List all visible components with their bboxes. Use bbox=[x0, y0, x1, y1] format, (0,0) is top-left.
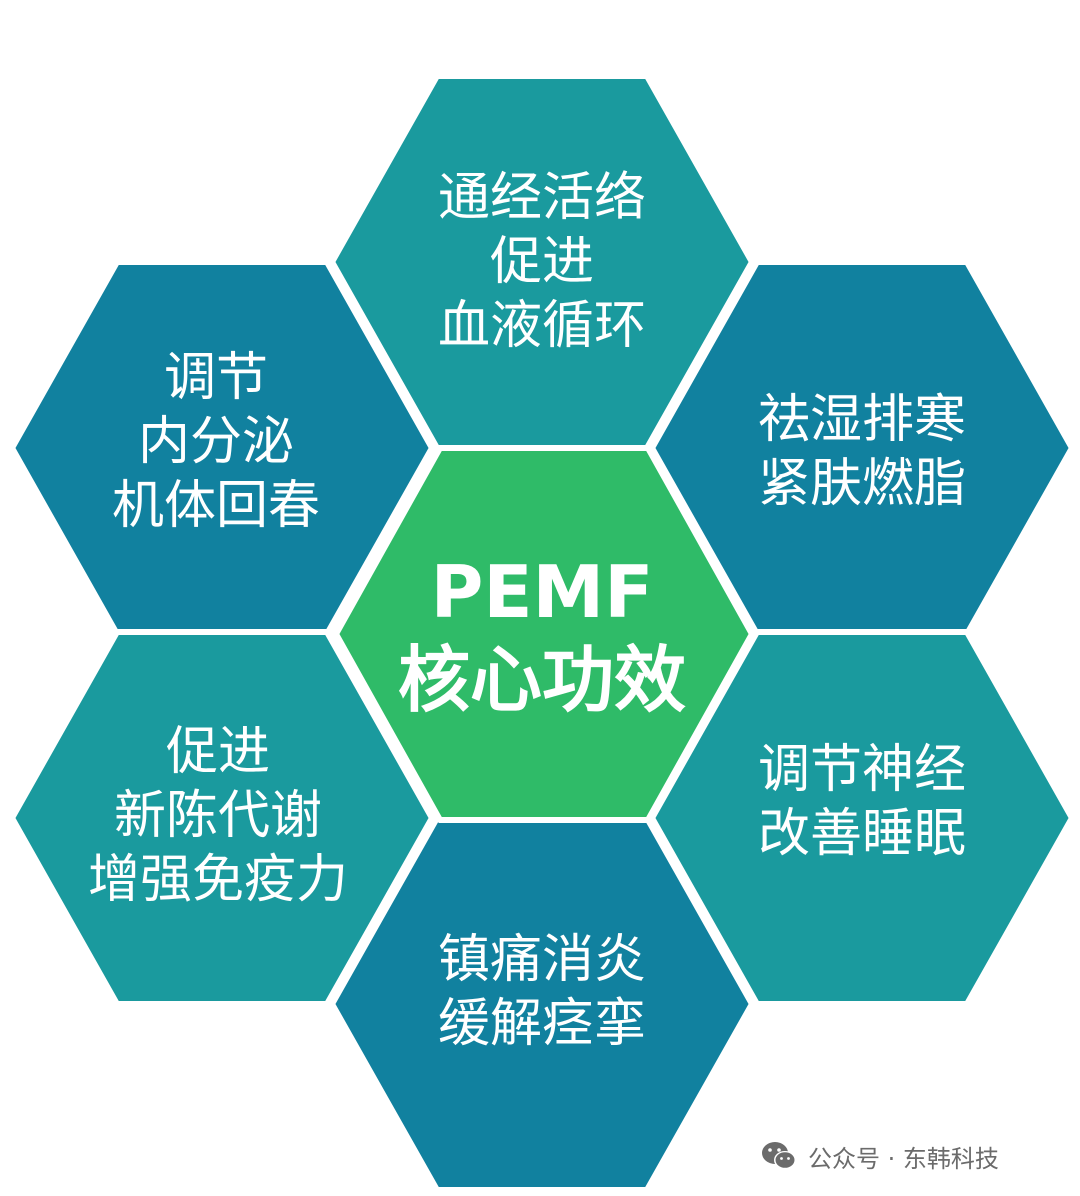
hex-center: PEMF 核心功效 bbox=[333, 445, 755, 823]
hexagon-layer: 通经活络促进血液循环调节内分泌机体回春祛湿排寒紧肤燃脂促进新陈代谢增强免疫力调节… bbox=[9, 73, 1075, 1193]
hex-bottom-label-line: 镇痛消炎 bbox=[438, 930, 646, 990]
hex-center-shape bbox=[333, 445, 755, 823]
hex-top-label-line: 促进 bbox=[490, 232, 594, 292]
hex-top-label-line: 通经活络 bbox=[438, 168, 646, 228]
wechat-icon bbox=[762, 1142, 796, 1169]
hex-lower-left-label-line: 增强免疫力 bbox=[88, 850, 348, 910]
hex-lower-left-shape bbox=[9, 629, 435, 1007]
hex-top-label-line: 血液循环 bbox=[438, 296, 646, 356]
hex-upper-right-label-line: 紧肤燃脂 bbox=[758, 454, 966, 514]
hex-upper-right-label-line: 祛湿排寒 bbox=[758, 390, 966, 450]
center-title-line1: PEMF bbox=[431, 550, 654, 634]
watermark: 公众号 · 东韩科技 bbox=[760, 1136, 999, 1176]
hex-upper-left-label-line: 调节 bbox=[164, 348, 268, 408]
center-title-line2: 核心功效 bbox=[398, 638, 686, 722]
hex-lower-left-label-line: 促进 bbox=[166, 722, 270, 782]
hex-upper-left-label-line: 机体回春 bbox=[112, 476, 320, 536]
hex-lower-right-label-line: 改善睡眠 bbox=[758, 804, 966, 864]
hex-lower-right-label-line: 调节神经 bbox=[758, 740, 966, 800]
watermark-text: 公众号 · 东韩科技 bbox=[808, 1144, 999, 1173]
hex-lower-left-label-line: 新陈代谢 bbox=[114, 786, 322, 846]
hex-bottom-label-line: 缓解痉挛 bbox=[438, 994, 646, 1054]
hex-upper-left-label-line: 内分泌 bbox=[138, 412, 294, 472]
